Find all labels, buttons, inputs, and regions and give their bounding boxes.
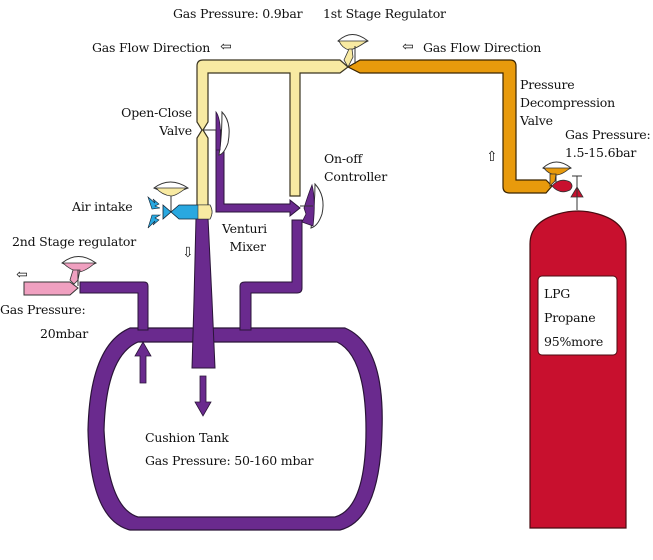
- second-stage-regulator-label: 2nd Stage regulator: [12, 234, 136, 249]
- cylinder-label-lpg: LPG: [544, 286, 571, 301]
- top-pressure-label: Gas Pressure: 0.9bar: [173, 6, 303, 21]
- outlet-pressure-label: Gas Pressure:: [0, 302, 86, 317]
- flow-arrow-up-icon: ⇧: [486, 149, 498, 165]
- first-stage-regulator-label: 1st Stage Regulator: [323, 6, 446, 21]
- lpg-cylinder: [529, 210, 627, 529]
- outlet-pressure-value: 20mbar: [40, 326, 88, 341]
- tank-inlet-arrow: [134, 341, 152, 384]
- mid-pressure-pipe: [196, 59, 349, 216]
- open-close-valve: [203, 110, 230, 156]
- pressure-decompression-valve-label: Pressure Decompression Valve: [520, 77, 615, 128]
- controller-return-pipe: [239, 219, 303, 331]
- on-off-controller-label: On-off Controller: [324, 151, 388, 184]
- on-off-controller: [300, 182, 324, 229]
- venturi-mixer-label: Venturi Mixer: [222, 221, 267, 254]
- cushion-tank: [87, 327, 383, 531]
- cushion-tank-pressure-label: Gas Pressure: 50-160 mbar: [145, 453, 314, 468]
- air-arrow-top: [147, 196, 161, 210]
- outlet-pipe: [23, 281, 79, 296]
- gas-flow-left-label: Gas Flow Direction: [92, 40, 211, 55]
- cylinder-label-propane: Propane: [544, 310, 596, 325]
- tank-outlet-arrow: [194, 375, 212, 417]
- air-intake-valve: [147, 181, 213, 229]
- venturi-outlet-tube: [191, 217, 216, 369]
- pressure-decompression-valve: [542, 161, 584, 210]
- cylinder-pressure-label: Gas Pressure: 1.5-15.6bar: [565, 127, 651, 160]
- air-arrow-bottom: [147, 214, 162, 229]
- outlet-feed-pipe: [79, 281, 149, 331]
- cylinder-label-panel: [537, 275, 618, 356]
- gas-flow-right-label: Gas Flow Direction: [423, 40, 542, 55]
- cylinder-label-purity: 95%more: [544, 334, 604, 349]
- first-stage-regulator: [337, 34, 369, 68]
- flow-arrow-down-icon: ⇩: [182, 245, 194, 261]
- outlet-flow-arrow-icon: ⇦: [16, 267, 28, 283]
- cushion-tank-label: Cushion Tank: [145, 430, 229, 445]
- bypass-pipe: [215, 129, 301, 218]
- second-stage-regulator: [23, 256, 97, 296]
- flow-arrow-left-icon: ⇦: [402, 39, 414, 55]
- air-intake-label: Air intake: [72, 199, 133, 214]
- open-close-valve-label: Open-Close Valve: [121, 105, 192, 138]
- flow-arrow-left-icon: ⇦: [220, 39, 232, 55]
